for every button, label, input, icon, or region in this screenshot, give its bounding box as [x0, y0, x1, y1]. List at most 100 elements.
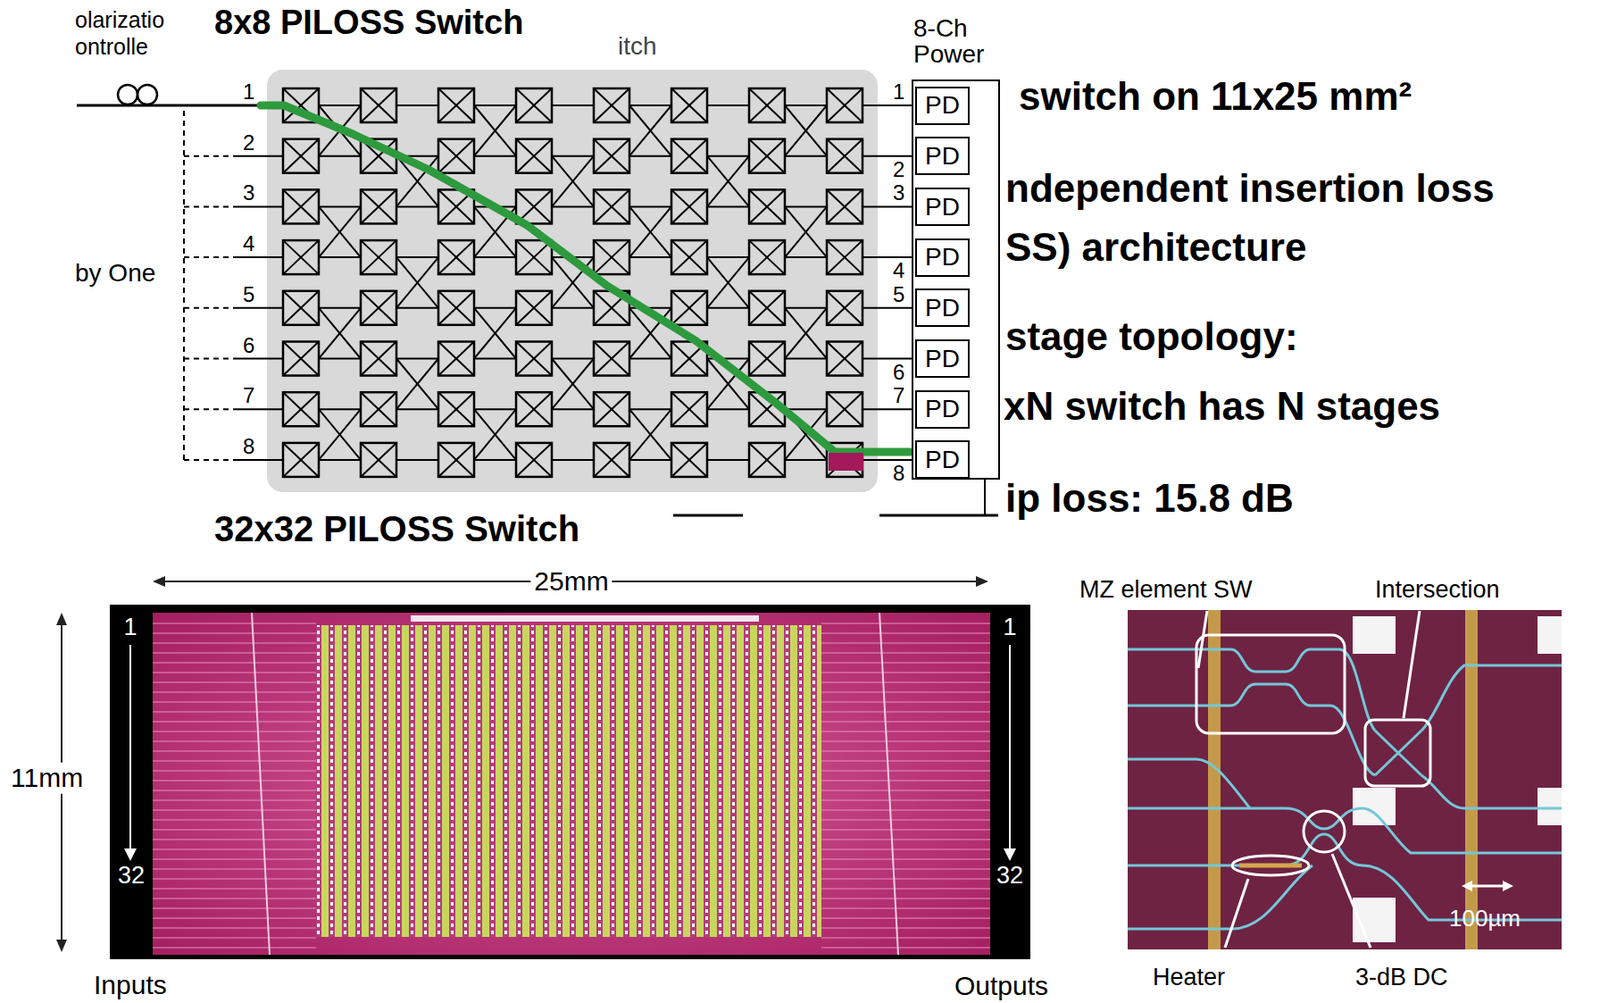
- switch-element-cross: [749, 189, 785, 224]
- waveguide: [784, 256, 827, 259]
- polarization-controller: [117, 84, 138, 105]
- waveguide: [707, 408, 750, 410]
- intersection: [1375, 730, 1422, 775]
- waveguide: [629, 206, 672, 258]
- switch-element: [516, 240, 552, 275]
- switch-element-cross: [826, 240, 863, 275]
- callout-ellipse: [1232, 855, 1309, 875]
- waveguide: [318, 307, 361, 309]
- dimension-label: 11mm: [7, 762, 87, 794]
- micrograph: [1127, 609, 1562, 950]
- port-number: 1: [1002, 613, 1017, 642]
- switch-element-cross: [593, 189, 630, 224]
- waveguide: [784, 408, 827, 410]
- switch-element-cross: [749, 291, 785, 325]
- switch-element: [749, 240, 785, 275]
- switch-element: [749, 139, 785, 174]
- input-line: [233, 358, 284, 360]
- waveguide: [784, 105, 827, 157]
- switch-element-cross: [749, 442, 785, 477]
- switch-element-cross: [749, 341, 785, 376]
- waveguide: [784, 205, 827, 208]
- waveguide: [707, 104, 750, 107]
- switch-matrix: [316, 625, 822, 937]
- switch-element: [516, 139, 552, 174]
- waveguide: [784, 155, 827, 158]
- switch-element-cross: [438, 139, 475, 174]
- bullet-text: stage topology:: [1005, 314, 1299, 360]
- arrowhead: [56, 612, 67, 625]
- waveguide: [474, 358, 517, 360]
- switch-element-cross: [749, 189, 785, 224]
- switch-element: [671, 291, 708, 325]
- waveguide: [474, 308, 517, 359]
- switch-element-cross: [749, 291, 785, 325]
- output-port-number: 6: [892, 361, 905, 384]
- switch-element-cross: [671, 139, 708, 174]
- waveguide: [474, 256, 517, 259]
- scale-label: 100µm: [1449, 905, 1521, 933]
- chip-substrate: [152, 612, 991, 955]
- switch-element-cross: [671, 291, 708, 325]
- dashed-line: [183, 110, 185, 460]
- active-element: [828, 452, 864, 471]
- leader-line: [1198, 610, 1208, 668]
- switch-element-cross: [516, 442, 552, 477]
- switch-element-cross: [826, 341, 863, 376]
- pad-strip: [410, 615, 759, 622]
- output-line: [862, 155, 912, 158]
- switch-element-cross: [360, 442, 397, 477]
- waveguide: [551, 408, 594, 410]
- switch-element-cross: [360, 88, 397, 123]
- switch-element-cross: [516, 291, 552, 325]
- switch-element: [283, 189, 319, 224]
- switch-element-cross: [283, 189, 319, 224]
- switch-element: [516, 88, 552, 123]
- switch-element-cross: [671, 442, 708, 477]
- switch-element: [516, 391, 552, 426]
- switch-element-cross: [360, 189, 397, 224]
- box-label: PD: [925, 91, 960, 118]
- switch-element-cross: [593, 341, 630, 376]
- dashed-line: [183, 155, 234, 158]
- switch-element-cross: [671, 88, 708, 123]
- photodiode-box: PD: [915, 86, 970, 125]
- part-label: Intersection: [1375, 575, 1500, 604]
- switch-element: [438, 139, 475, 174]
- waveguide: [707, 256, 750, 259]
- photodiode-box: PD: [915, 136, 970, 175]
- waveguide: [551, 155, 594, 158]
- input-port-number: 8: [242, 435, 255, 458]
- waveguide: [318, 155, 361, 158]
- box-label: PD: [925, 395, 960, 422]
- switch-element: [593, 240, 630, 275]
- switch-element: [826, 341, 863, 376]
- switch-element-cross: [671, 139, 708, 174]
- rule-line: [673, 514, 743, 517]
- switch-element: [749, 341, 785, 376]
- waveguide: [318, 206, 361, 258]
- switch-element: [826, 240, 863, 275]
- switch-element-cross: [826, 341, 863, 376]
- switch-element: [438, 391, 475, 426]
- arrowhead: [56, 939, 67, 952]
- waveguide: [396, 358, 439, 360]
- output-line: [862, 205, 912, 208]
- photodiode-box: PD: [915, 238, 970, 277]
- waveguide: [474, 308, 517, 359]
- waveguide: [1421, 775, 1562, 809]
- waveguide: [396, 358, 439, 410]
- switch-element: [516, 291, 552, 325]
- switch-element-cross: [283, 442, 319, 477]
- switch-element-cross: [283, 341, 319, 376]
- photodiode-box: PD: [915, 187, 970, 226]
- waveguide: [551, 156, 594, 208]
- switch-element-cross: [826, 88, 863, 123]
- switch-element-cross: [593, 442, 630, 477]
- switch-element-cross: [749, 88, 785, 123]
- output-line: [862, 307, 912, 309]
- box-label: PD: [925, 243, 960, 270]
- switch-element-cross: [671, 391, 708, 426]
- waveguide: [551, 358, 594, 360]
